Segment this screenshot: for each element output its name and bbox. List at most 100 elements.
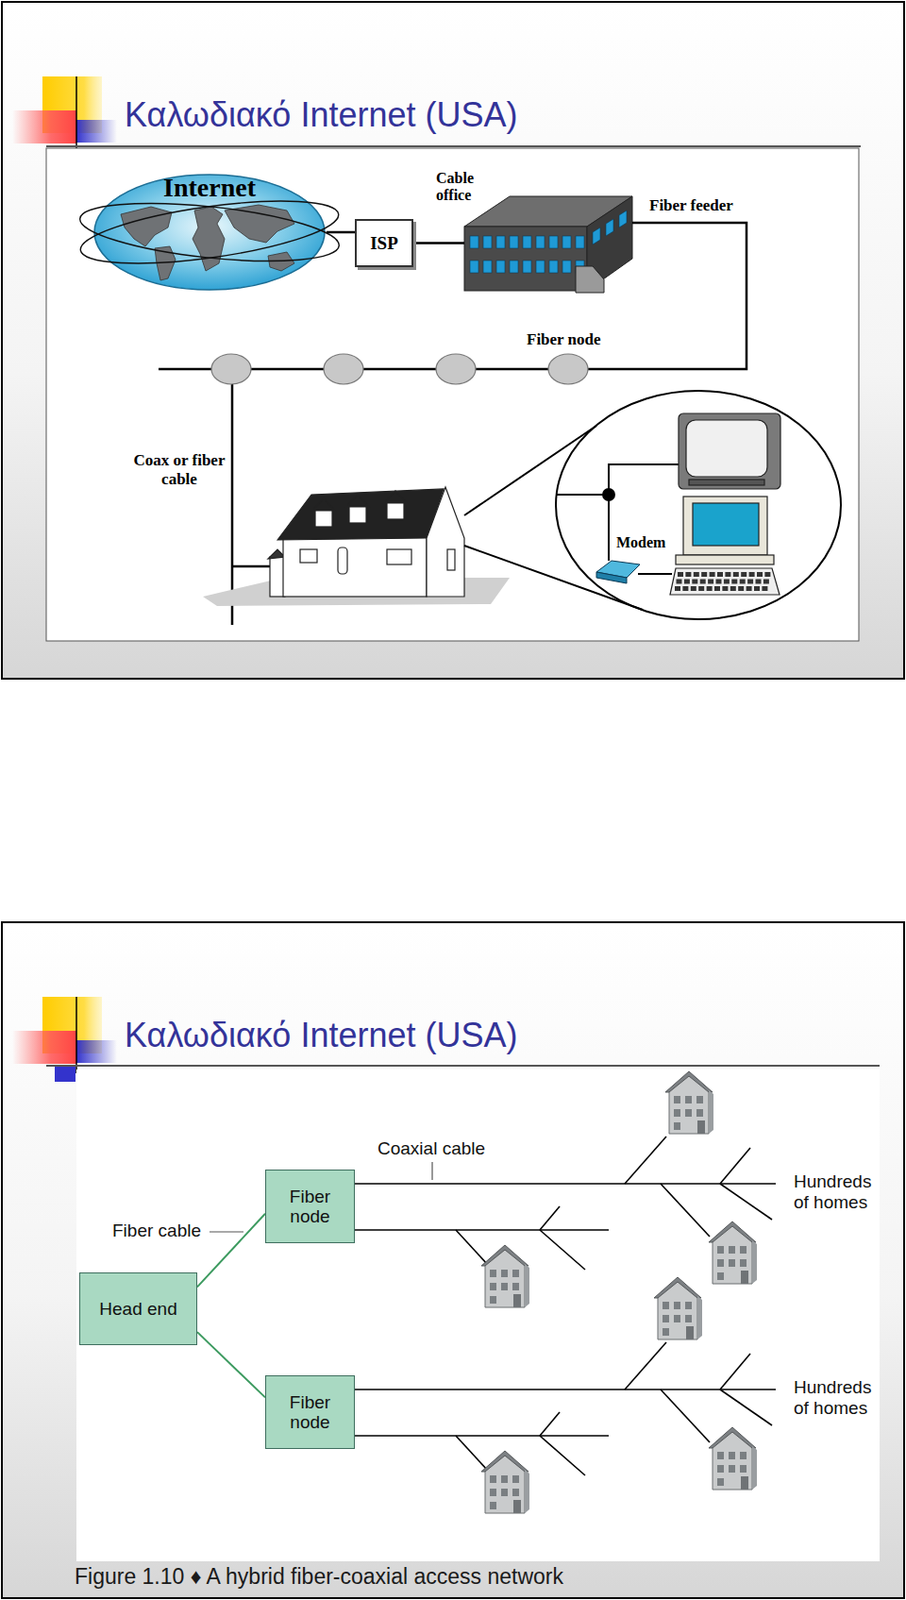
title-decoration (75, 76, 78, 153)
coaxial-cable-tree (539, 1229, 586, 1270)
fiber-node-oval (211, 353, 252, 385)
house-picture (386, 502, 404, 520)
cable-office-building (522, 260, 532, 273)
computer (739, 579, 746, 585)
fiber-node-oval (436, 353, 476, 385)
house-picture (202, 486, 510, 606)
house-picture (300, 549, 318, 563)
tv-set (688, 479, 765, 486)
computer (670, 496, 780, 595)
cable-label: Fiber cable (112, 1220, 202, 1242)
computer (676, 579, 683, 585)
coaxial-cable-tree (624, 1136, 667, 1184)
home-equipment-callout (637, 572, 672, 575)
cable-office-building (464, 226, 588, 291)
cable-office-building (619, 210, 627, 228)
fiber-node-box: Fiber node (265, 1169, 355, 1243)
house-picture (312, 498, 336, 511)
coaxial-cable-tree (352, 1182, 776, 1185)
cable-office-building (536, 260, 545, 273)
computer (761, 586, 768, 591)
home-equipment-callout (464, 425, 597, 516)
computer (764, 571, 771, 577)
cable-office-building (562, 260, 571, 273)
computer (714, 586, 721, 591)
figure-panel (76, 1069, 880, 1561)
cable-office-building (469, 235, 479, 249)
node-text: Cable office (436, 169, 491, 204)
computer (721, 586, 728, 591)
home-icon (665, 1071, 714, 1134)
computer (675, 554, 774, 565)
home-equipment-callout (555, 493, 609, 496)
computer (707, 579, 714, 585)
cable-office-building (469, 260, 479, 273)
house-picture (447, 549, 455, 571)
continent (224, 204, 295, 243)
computer (733, 571, 739, 577)
title-decoration (54, 1066, 76, 1082)
cable-office-building (469, 210, 627, 273)
isp-box: ISP (354, 218, 414, 268)
cable-office-building (549, 260, 558, 273)
computer (746, 586, 753, 591)
figure-caption: Figure 1.10 ♦ A hybrid fiber-coaxial acc… (74, 1562, 564, 1590)
cable-office-building (483, 260, 492, 273)
tv-set (686, 419, 768, 477)
coaxial-cable-tree (720, 1147, 751, 1184)
computer (706, 586, 713, 591)
coaxial-cable-tree (539, 1206, 560, 1230)
part-label: Fiber node (526, 330, 602, 350)
house-picture (283, 536, 427, 597)
cable-office-building (509, 235, 519, 249)
cable-label: Coaxial cable (377, 1138, 486, 1159)
coaxial-cable-tree (539, 1411, 560, 1436)
node-text: Head end (99, 1298, 177, 1319)
coaxial-cable-tree (352, 1434, 609, 1437)
fiber-node-box: Fiber node (265, 1375, 355, 1449)
title-decoration (75, 996, 78, 1074)
home-equipment-callout (464, 545, 643, 610)
computer (754, 586, 760, 591)
leader-line (209, 1230, 244, 1232)
house-picture (346, 494, 370, 507)
computer (690, 586, 697, 591)
home-equipment-callout (608, 464, 679, 495)
house-picture (426, 486, 465, 597)
home-equipment-callout (464, 390, 841, 620)
computer (763, 579, 770, 585)
node-text: Internet (163, 172, 256, 202)
slide-frame (1, 922, 905, 1598)
cable-label: Fiber feeder (649, 196, 734, 216)
house-picture (315, 509, 333, 527)
fiber-feeder-line (231, 369, 235, 625)
computer (698, 586, 705, 591)
cable-label: Coax or fiber cable (132, 451, 227, 489)
title-decoration (76, 1040, 118, 1063)
house-picture (349, 505, 367, 523)
computer (738, 586, 744, 591)
coaxial-cable-tree (352, 1136, 776, 1482)
slide-frame (1, 1, 905, 679)
house-picture (337, 547, 348, 574)
note-label: Hundreds of homes (793, 1171, 879, 1213)
house-picture (384, 490, 407, 504)
home-equipment-callout (607, 494, 610, 561)
internet-globe: Internet (92, 172, 327, 292)
home-icon (481, 1244, 530, 1308)
house-picture (277, 488, 444, 540)
computer (747, 579, 754, 585)
leader-line (431, 1161, 433, 1180)
cable-modem (596, 571, 627, 584)
cable-office-building (536, 235, 545, 249)
coaxial-cable-tree (660, 1389, 710, 1443)
cable-office-building (522, 235, 532, 249)
computer (701, 571, 707, 577)
continent (192, 206, 225, 271)
part-label: Modem (616, 534, 666, 552)
coaxial-cable-tree (352, 1388, 776, 1391)
title-decoration (46, 145, 861, 148)
slide-title: Καλωδιακό Internet (USA) (124, 94, 518, 136)
coaxial-cable-tree (720, 1389, 772, 1426)
